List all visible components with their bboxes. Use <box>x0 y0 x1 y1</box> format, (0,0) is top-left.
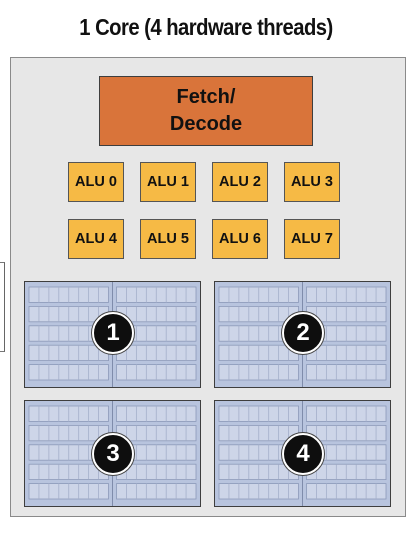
alu-5: ALU 5 <box>140 219 196 259</box>
alu-label: ALU 3 <box>291 174 333 190</box>
alu-label: ALU 2 <box>219 174 261 190</box>
alu-label: ALU 5 <box>147 231 189 247</box>
alu-4: ALU 4 <box>68 219 124 259</box>
context-number: 2 <box>296 319 310 346</box>
execution-context-1: 1 <box>24 281 201 388</box>
alu-3: ALU 3 <box>284 162 340 202</box>
execution-context-4: 4 <box>214 400 391 507</box>
fetch-decode-unit: Fetch/ Decode <box>99 76 313 146</box>
execution-context-3: 3 <box>24 400 201 507</box>
context-number-badge: 3 <box>92 433 134 475</box>
register-grid <box>218 282 387 387</box>
context-number: 4 <box>296 440 310 467</box>
execution-context-2: 2 <box>214 281 391 388</box>
fetch-decode-label: Fetch/ Decode <box>169 86 243 135</box>
alu-label: ALU 7 <box>291 231 333 247</box>
context-number: 3 <box>106 440 120 467</box>
alu-6: ALU 6 <box>212 219 268 259</box>
register-grid <box>218 401 387 506</box>
alu-1: ALU 1 <box>140 162 196 202</box>
alu-7: ALU 7 <box>284 219 340 259</box>
alu-label: ALU 4 <box>75 231 117 247</box>
context-number-badge: 1 <box>92 312 134 354</box>
context-number: 1 <box>106 319 120 346</box>
adjacent-core-edge <box>0 262 5 352</box>
alu-label: ALU 0 <box>75 174 117 190</box>
context-number-badge: 4 <box>282 433 324 475</box>
alu-0: ALU 0 <box>68 162 124 202</box>
alu-label: ALU 1 <box>147 174 189 190</box>
context-number-badge: 2 <box>282 312 324 354</box>
core-title: 1 Core (4 hardware threads) <box>79 14 333 40</box>
alu-label: ALU 6 <box>219 231 261 247</box>
register-grid <box>28 282 197 387</box>
alu-2: ALU 2 <box>212 162 268 202</box>
